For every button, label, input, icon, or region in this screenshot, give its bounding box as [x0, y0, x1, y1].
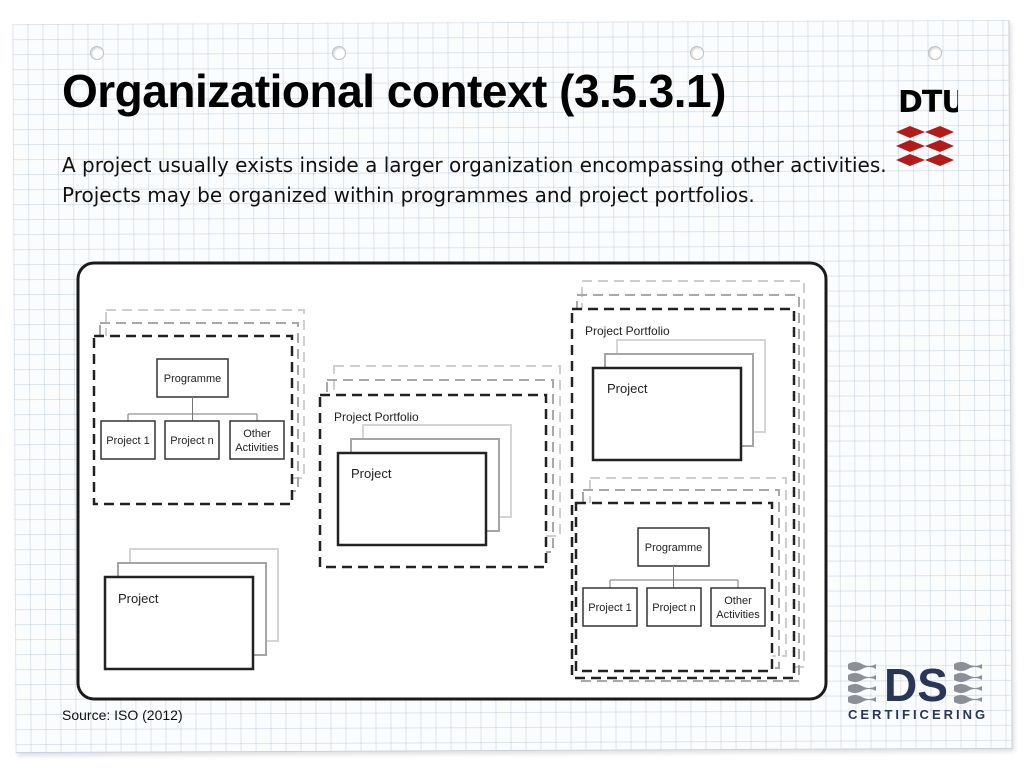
- project-n-box: [646, 587, 702, 627]
- other-activities-label-line1: Other: [243, 428, 271, 440]
- project-label: Project: [351, 466, 392, 481]
- project-n-box: [164, 420, 220, 460]
- other-activities-label-line2: Activities: [235, 442, 279, 454]
- ds-wave-left-icon: [848, 662, 876, 704]
- project-n-label: Project n: [170, 435, 213, 447]
- binder-hole: [690, 46, 704, 60]
- other-activities-box: [710, 587, 766, 627]
- standalone-project: Project: [103, 548, 279, 671]
- binder-hole: [90, 46, 104, 60]
- portfolio-center: Project Portfolio Project: [318, 365, 561, 569]
- ds-logo-text: DS: [884, 659, 948, 711]
- programme-group-left: Programme Project 1 Project n Other Acti…: [92, 309, 305, 506]
- programme-label: Programme: [164, 373, 221, 385]
- other-activities-label-line2: Activities: [716, 609, 760, 621]
- portfolio-right: Project Portfolio Project Programme Proj…: [570, 280, 805, 682]
- project-box: [591, 366, 743, 462]
- slide-title: Organizational context (3.5.3.1): [62, 65, 726, 117]
- programme-box: [156, 358, 229, 398]
- portfolio-label: Project Portfolio: [585, 324, 670, 338]
- programme-label: Programme: [645, 542, 702, 554]
- project-box: [336, 451, 488, 547]
- project-label: Project: [118, 591, 159, 606]
- project-1-label: Project 1: [106, 435, 149, 447]
- connector-lines: [127, 397, 258, 421]
- connector-lines: [609, 566, 739, 588]
- project-1-box: [100, 420, 156, 460]
- project-n-label: Project n: [652, 602, 695, 614]
- source-citation: Source: ISO (2012): [62, 707, 183, 723]
- slide-subtitle: A project usually exists inside a larger…: [62, 153, 887, 207]
- project-label: Project: [607, 381, 648, 396]
- binder-hole: [928, 46, 942, 60]
- programme-box: [637, 527, 710, 567]
- ds-certificering-logo: DS: [848, 659, 982, 711]
- portfolio-label: Project Portfolio: [334, 410, 419, 424]
- other-activities-label-line1: Other: [724, 595, 752, 607]
- ds-certificering-text: CERTIFICERING: [848, 707, 989, 722]
- ds-wave-right-icon: [954, 662, 982, 704]
- project-box: [103, 575, 255, 671]
- dtu-wave-icon: [896, 126, 954, 166]
- binder-hole: [332, 46, 346, 60]
- project-1-box: [582, 587, 638, 627]
- dtu-logo-text: DTU: [898, 85, 958, 120]
- project-1-label: Project 1: [588, 602, 631, 614]
- other-activities-box: [229, 420, 285, 460]
- dtu-logo: DTU: [896, 85, 958, 166]
